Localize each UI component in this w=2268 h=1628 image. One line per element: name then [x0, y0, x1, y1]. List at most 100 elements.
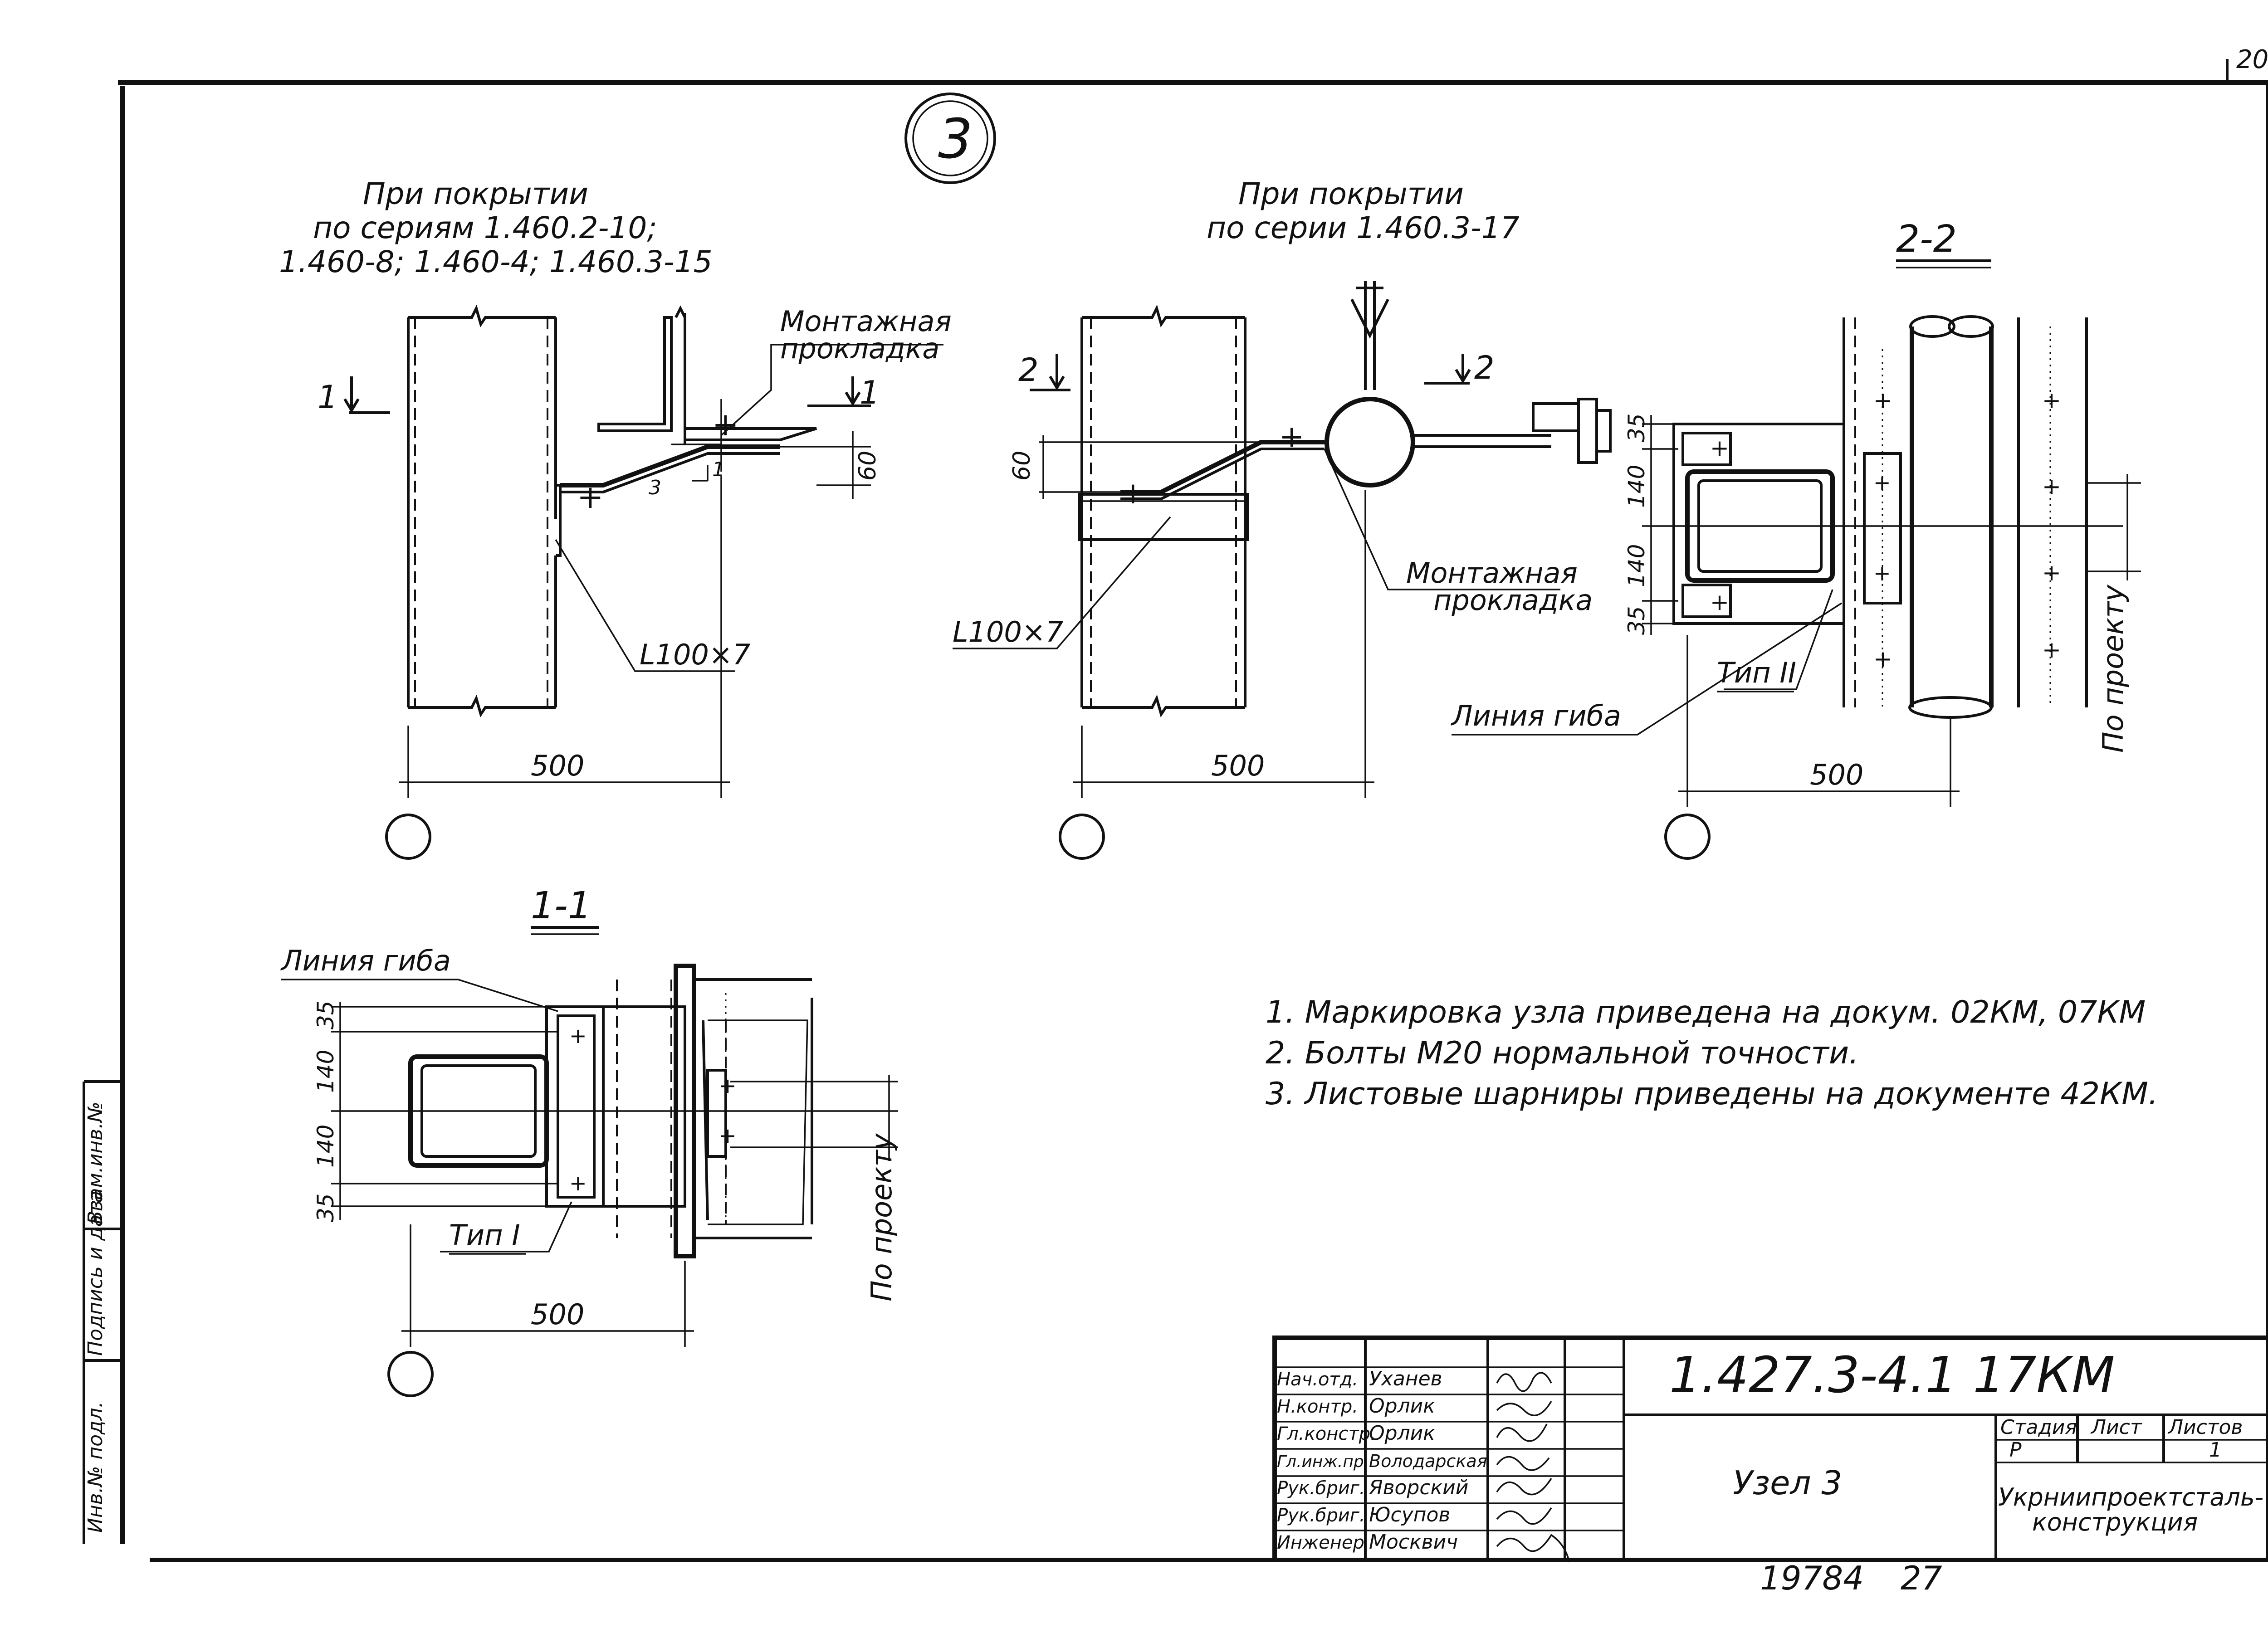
side-stamp: Взам.инв.№ Подпись и дата Инв.№ подл.	[83, 1080, 122, 1544]
cross-s22-j: +	[1873, 561, 1891, 585]
section-1-1: 1-1 + + + + 35 140	[280, 884, 898, 1397]
s22-bend-line: Линия гиба	[1451, 699, 1621, 732]
s22-dim-35b: 35	[1623, 606, 1650, 635]
tb-name-5: Яворский	[1369, 1476, 1468, 1499]
archive-number-2: 27	[1901, 1559, 1942, 1597]
tb-role-3: Гл.констр.	[1277, 1423, 1376, 1444]
tb-org-l2: конструкция	[2032, 1508, 2198, 1536]
view1-title-l3: 1.460-8; 1.460-4; 1.460.3-15	[279, 244, 713, 279]
tb-name-6: Юсупов	[1369, 1503, 1450, 1526]
s11-dim-140a: 140	[313, 1050, 339, 1093]
notes: 1. Маркировка узла приведена на докум. 0…	[1266, 994, 2158, 1112]
node-marker: 3	[904, 93, 996, 184]
cross-s11-b: +	[569, 1171, 587, 1195]
cross-s11-d: +	[719, 1123, 737, 1148]
tb-role-7: Инженер	[1277, 1532, 1364, 1553]
s11-dim-35a: 35	[313, 1000, 339, 1029]
note-1: 1. Маркировка узла приведена на докум. 0…	[1266, 994, 2146, 1030]
s11-dim-140b: 140	[313, 1125, 339, 1168]
side-stamp-inv: Инв.№ подл.	[84, 1401, 107, 1533]
section-2-2: 2-2 + + + + + + + + + +	[1451, 218, 2141, 860]
tb-role-2: Н.контр.	[1277, 1396, 1358, 1417]
node-number: 3	[938, 108, 973, 171]
v1-pad-l2: прокладка	[780, 332, 939, 365]
v2-angle-label: L100×7	[953, 615, 1063, 648]
s22-dim-140b: 140	[1623, 544, 1650, 587]
cross-s22-d: +	[2042, 560, 2061, 586]
v1-slope-1: 1	[712, 458, 725, 481]
cross-s22-f: +	[1873, 646, 1892, 672]
v1-dim-60: 60	[854, 451, 881, 481]
page-number: 20	[2236, 45, 2268, 74]
s22-by-project: По проекту	[2097, 584, 2130, 753]
tb-name-4: Володарская	[1369, 1451, 1487, 1471]
tb-role-1: Нач.отд.	[1277, 1369, 1358, 1390]
tb-doc-code: 1.427.3-4.1 17КМ	[1669, 1346, 2115, 1404]
side-stamp-replace: Взам.инв.№	[84, 1102, 107, 1224]
tb-name-7: Москвич	[1369, 1531, 1458, 1554]
v1-section-mark-right: 1	[860, 374, 880, 411]
s22-dim-35a: 35	[1623, 413, 1650, 442]
cross-s22-g: +	[1710, 435, 1729, 461]
note-3: 3. Листовые шарниры приведены на докумен…	[1266, 1076, 2158, 1112]
view2-title-l2: по серии 1.460.3-17	[1207, 210, 1520, 245]
v2-section-mark-left: 2	[1018, 351, 1039, 389]
v2-section-mark-right: 2	[1474, 349, 1495, 386]
cross-s22-b: +	[2042, 387, 2061, 414]
s22-title: 2-2	[1896, 218, 1957, 261]
view1-title-l2: по сериям 1.460.2-10;	[313, 210, 657, 245]
view1-title-l1: При покрытии	[363, 176, 588, 211]
cross-s11-a: +	[569, 1024, 587, 1048]
tb-role-5: Рук.бриг.	[1277, 1478, 1365, 1499]
signatures	[1496, 1372, 1570, 1563]
s22-axis-marker	[1664, 814, 1711, 860]
cross-s22-e: +	[2042, 637, 2061, 663]
tb-sheets-header: Листов	[2167, 1416, 2243, 1439]
note-2: 2. Болты М20 нормальной точности.	[1266, 1035, 1859, 1071]
tb-name-3: Орлик	[1369, 1422, 1435, 1445]
view1: При покрытии по сериям 1.460.2-10; 1.460…	[279, 176, 952, 860]
tb-org-l1: Укрниипроектсталь-	[1998, 1483, 2263, 1511]
s11-axis-marker	[387, 1351, 434, 1397]
cross-v1-b: +	[712, 406, 739, 443]
s11-dim-500: 500	[531, 1298, 584, 1331]
side-stamp-sign: Подпись и дата	[84, 1191, 107, 1356]
archive-number: 19784	[1760, 1559, 1864, 1597]
tb-stage: Р	[2009, 1438, 2022, 1462]
s11-by-project: По проекту	[865, 1133, 898, 1301]
cross-s22-a: +	[1873, 387, 1892, 414]
tb-sheets: 1	[2209, 1438, 2222, 1462]
v2-axis-marker	[1059, 814, 1105, 860]
s11-title: 1-1	[531, 884, 591, 927]
s11-bend-line: Линия гиба	[280, 944, 451, 977]
tb-name-2: Орлик	[1369, 1394, 1435, 1418]
cross-s11-c: +	[719, 1073, 737, 1098]
cross-v1-a: +	[577, 478, 604, 516]
v1-section-mark-left: 1	[318, 379, 338, 416]
tb-name-1: Уханев	[1369, 1367, 1442, 1390]
tb-role-6: Рук.бриг.	[1277, 1505, 1365, 1526]
s22-type-label: Тип II	[1717, 656, 1796, 689]
tb-sheet-header: Лист	[2090, 1416, 2142, 1439]
cross-s22-c: +	[2042, 473, 2061, 500]
sheet-frame: 20	[118, 45, 2268, 1562]
tb-role-4: Гл.инж.пр.	[1277, 1453, 1369, 1471]
s22-dim-500: 500	[1810, 758, 1863, 791]
v1-pad-l1: Монтажная	[780, 305, 952, 338]
s11-type-label: Тип I	[449, 1219, 520, 1252]
view2-title-l1: При покрытии	[1238, 176, 1464, 211]
title-block: Нач.отд. Уханев Н.контр. Орлик Гл.констр…	[1272, 1336, 2268, 1563]
v2-dim-500: 500	[1211, 749, 1265, 782]
tb-sheet-name: Узел 3	[1733, 1464, 1842, 1502]
v2-pad-l2: прокладка	[1433, 584, 1593, 617]
s11-dim-35b: 35	[313, 1193, 339, 1222]
v2-pad-l1: Монтажная	[1406, 556, 1578, 590]
v1-angle-label: L100×7	[640, 638, 750, 671]
v2-dim-60: 60	[1008, 451, 1036, 481]
tb-stage-header: Стадия	[2000, 1416, 2077, 1439]
cross-s22-h: +	[1710, 589, 1729, 615]
cross-s22-i: +	[1873, 470, 1891, 495]
v1-dim-500: 500	[531, 749, 584, 782]
v1-axis-marker	[385, 814, 431, 860]
